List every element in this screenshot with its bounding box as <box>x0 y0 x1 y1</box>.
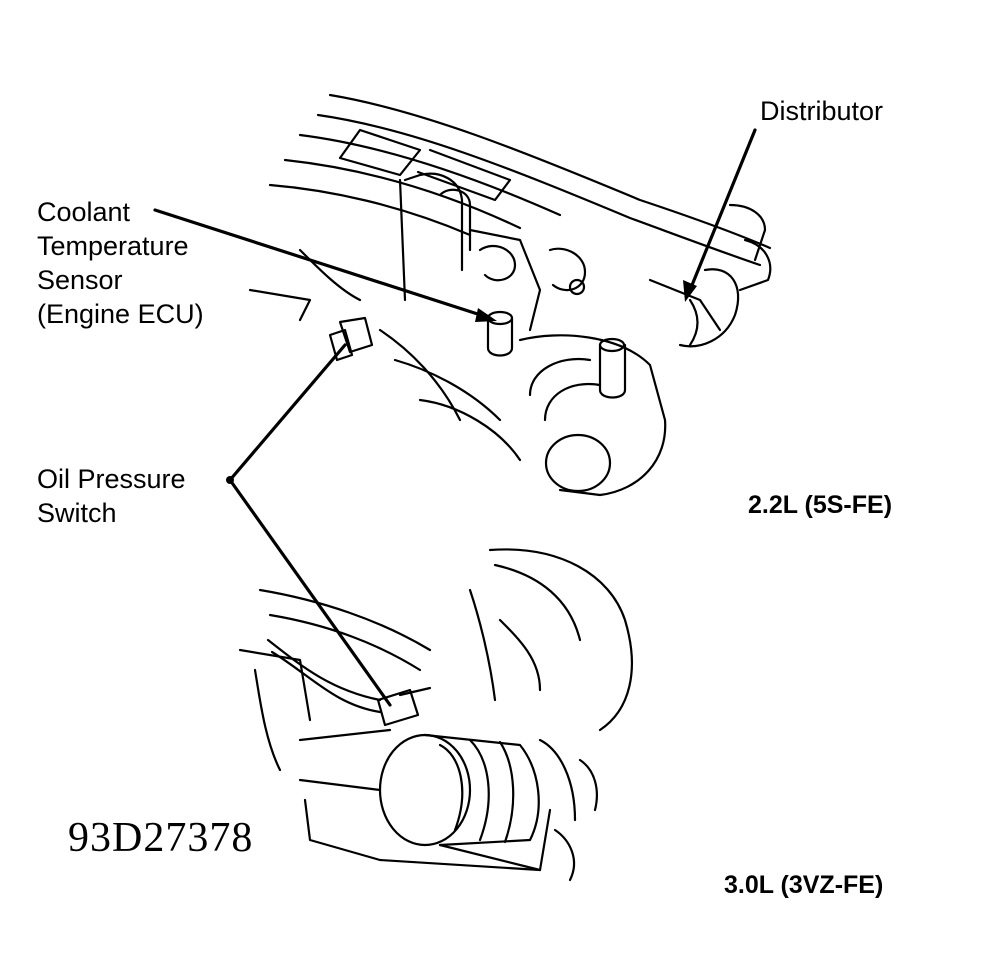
coolant-sensor-label-line-4: (Engine ECU) <box>37 299 204 329</box>
oil-pressure-switch-label-line-1: Oil Pressure <box>37 464 186 494</box>
lower-engine-drawing <box>238 548 633 882</box>
leader-arrowheads <box>226 280 697 484</box>
coolant-sensor-label: Coolant Temperature Sensor (Engine ECU) <box>37 195 204 331</box>
leader-lines <box>153 128 757 707</box>
coolant-sensor-label-line-3: Sensor <box>37 265 123 295</box>
upper-engine-drawing <box>248 93 772 497</box>
oil-pressure-switch-label: Oil Pressure Switch <box>37 462 186 530</box>
coolant-sensor-label-line-1: Coolant <box>37 197 131 227</box>
coolant-sensor-arrowhead <box>475 308 497 322</box>
distributor-arrowhead <box>683 280 697 302</box>
engine-upper-label: 2.2L (5S-FE) <box>748 491 893 519</box>
figure-number: 93D27378 <box>68 815 254 861</box>
oil-switch-leader-junction <box>226 476 234 484</box>
coolant-sensor-label-line-2: Temperature <box>37 231 189 261</box>
engine-lower-label: 3.0L (3VZ-FE) <box>724 871 884 899</box>
oil-pressure-switch-label-line-2: Switch <box>37 498 117 528</box>
distributor-label: Distributor <box>760 96 884 126</box>
